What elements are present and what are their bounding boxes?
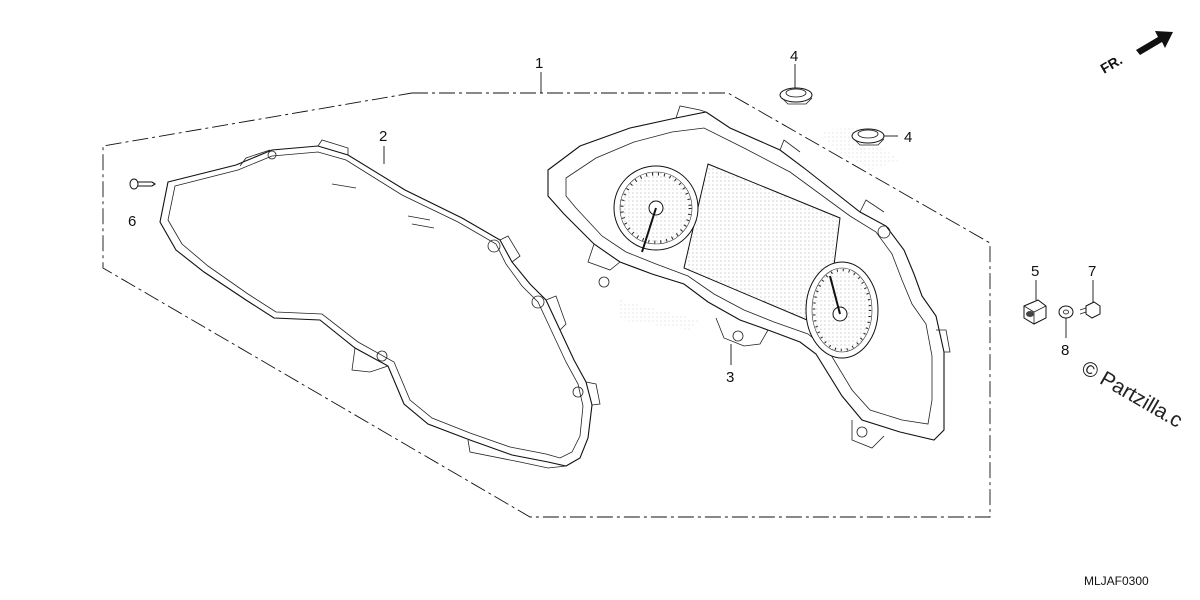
assembly-boundary	[102, 92, 991, 518]
front-direction-indicator: FR.	[1098, 31, 1173, 77]
tachometer-dial	[613, 165, 699, 253]
watermark-text: © Partzilla.c	[1078, 356, 1187, 432]
grommet-part-upper	[779, 87, 813, 105]
washer-part	[1058, 305, 1074, 319]
diagram-part-code: MLJAF0300	[1084, 574, 1149, 588]
callout-5: 5	[1031, 263, 1039, 280]
front-label: FR.	[1098, 51, 1126, 76]
callout-4-upper: 4	[790, 48, 798, 65]
callout-6: 6	[128, 213, 136, 230]
meter-body	[547, 105, 951, 449]
front-arrow-icon	[1136, 31, 1173, 55]
callout-4-lower: 4	[904, 129, 912, 146]
collar-part	[1023, 299, 1047, 325]
screw-part	[129, 178, 156, 190]
meter-lens-cover	[159, 139, 601, 469]
callout-8: 8	[1061, 342, 1069, 359]
callout-1: 1	[535, 55, 543, 72]
bolt-part	[1079, 301, 1101, 319]
speedometer-dial	[805, 261, 879, 359]
callout-7: 7	[1088, 263, 1096, 280]
callout-3: 3	[726, 369, 734, 386]
callout-2: 2	[379, 128, 387, 145]
